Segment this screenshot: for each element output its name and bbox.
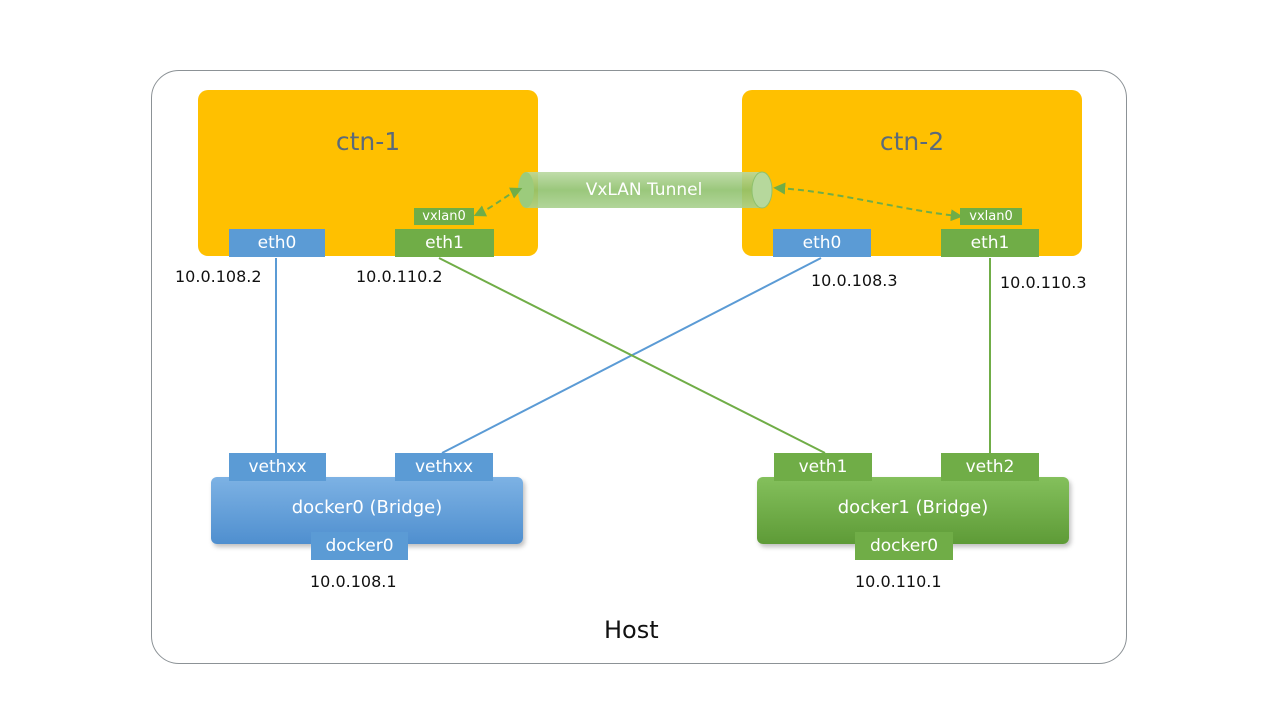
ctn1-eth1-port: eth1 [395,229,494,257]
docker1-ip: 10.0.110.1 [855,572,942,591]
host-label: Host [604,616,659,644]
container-ctn-1 [198,90,538,256]
docker1-port-left: veth1 [774,453,872,481]
bridge-label: docker1 (Bridge) [837,497,989,518]
container-ctn-2 [742,90,1082,256]
ctn2-vxlan0-iface: vxlan0 [960,208,1022,225]
container-title: ctn-1 [335,127,401,156]
ctn2-eth0-ip: 10.0.108.3 [811,271,898,290]
host-frame [151,70,1127,664]
ctn2-eth1-port: eth1 [941,229,1039,257]
tunnel-arrow-right [773,182,963,222]
ctn2-eth1-ip: 10.0.110.3 [1000,273,1087,292]
docker1-iface: docker0 [855,532,953,560]
docker0-iface: docker0 [311,532,408,560]
link-ctn1-eth1-to-docker1 [438,257,826,454]
tunnel-body [526,172,762,208]
docker1-port-right: veth2 [941,453,1039,481]
ctn1-vxlan0-iface: vxlan0 [414,208,474,225]
docker0-port-right: vethxx [395,453,493,481]
docker0-ip: 10.0.108.1 [310,572,397,591]
container-title: ctn-2 [879,127,945,156]
tunnel-arrow-left [473,187,523,217]
ctn2-eth0-port: eth0 [773,229,871,257]
ctn1-eth0-port: eth0 [229,229,325,257]
bridge-docker0: docker0 (Bridge) [211,477,523,544]
vxlan-tunnel-label: VxLAN Tunnel [585,180,703,200]
bridge-label: docker0 (Bridge) [291,497,443,518]
ctn1-eth0-ip: 10.0.108.2 [175,267,262,286]
docker0-port-left: vethxx [229,453,326,481]
tunnel-right-end [751,171,773,209]
ctn1-eth1-ip: 10.0.110.2 [356,267,443,286]
